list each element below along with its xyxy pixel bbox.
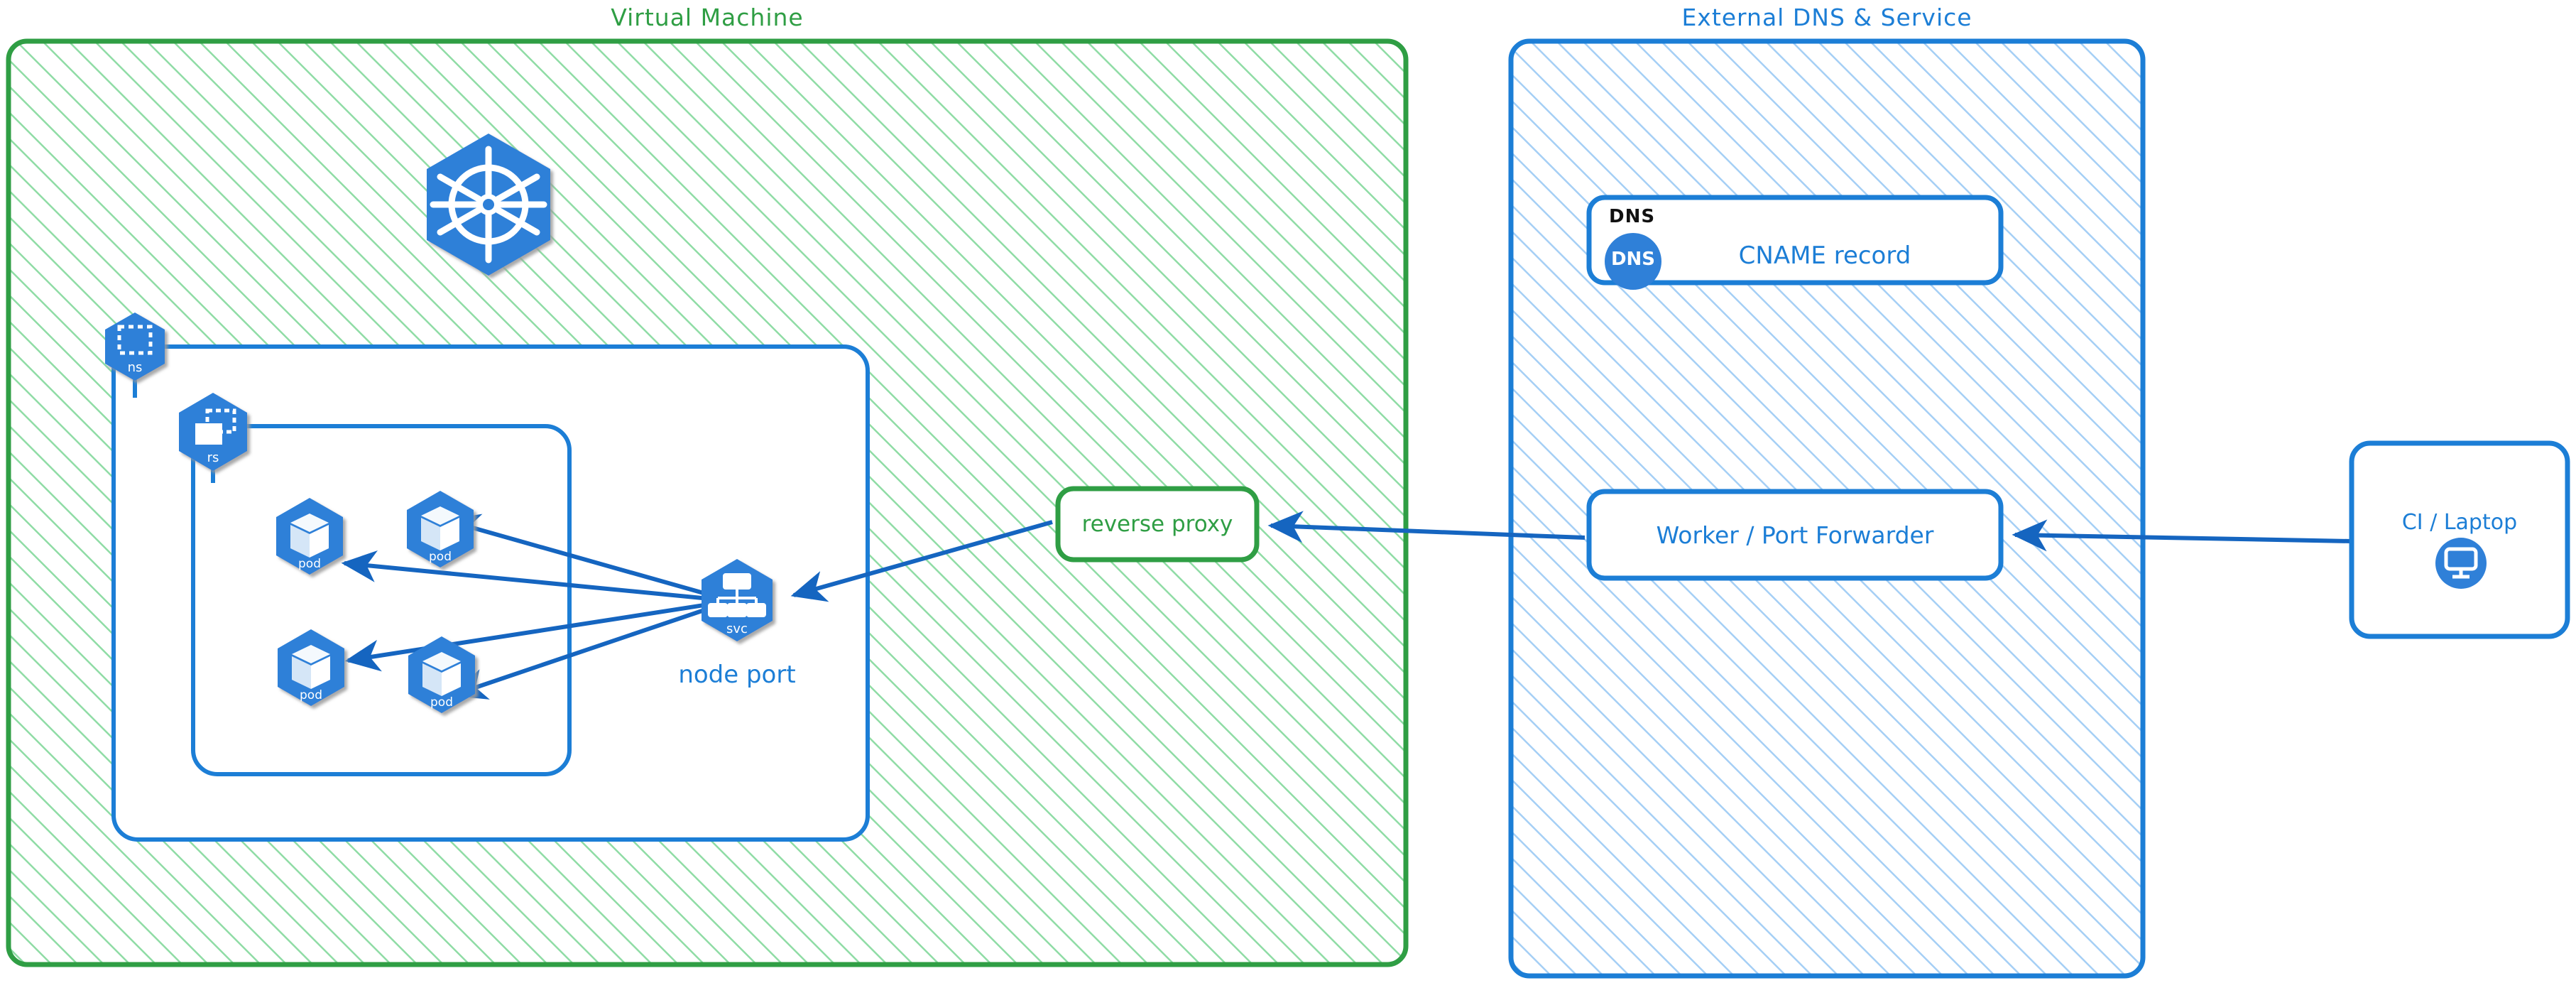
dns-badge-label: DNS (1610, 249, 1656, 270)
reverse-proxy-box (1055, 486, 1260, 563)
edge-svc-to-pod-1 (341, 550, 732, 603)
dns-group-label: DNS (1609, 206, 1656, 227)
replicaset-label: rs (207, 450, 219, 465)
reverse-proxy-label[interactable]: reverse proxy (1081, 511, 1233, 537)
kubernetes-logo-icon (427, 134, 550, 276)
pod-label: pod (429, 550, 452, 564)
pod-label: pod (298, 557, 321, 571)
group-title-external: External DNS & Service (1681, 4, 1972, 31)
service-icon: svc (702, 559, 773, 641)
edges (341, 511, 2352, 700)
desktop-monitor-icon (2435, 538, 2487, 589)
edge-svc-to-pod-4 (451, 599, 732, 700)
cname-record-label[interactable]: CNAME record (1738, 241, 1911, 270)
node-port-caption: node port (678, 661, 796, 689)
pod-icon-2: pod (407, 491, 474, 567)
edge-worker-to-reverseproxy (1267, 511, 1586, 543)
worker-box (1586, 489, 2004, 581)
edge-reverseproxy-to-svc (790, 520, 1053, 602)
edge-svc-to-pod-2 (444, 514, 732, 603)
group-title-virtual-machine: Virtual Machine (611, 4, 804, 31)
service-label: svc (726, 621, 748, 636)
edge-client-to-worker (2012, 519, 2352, 552)
worker-label[interactable]: Worker / Port Forwarder (1656, 521, 1934, 549)
pod-icon-3: pod (278, 629, 344, 706)
pod-icon-4: pod (408, 636, 475, 713)
dns-badge-circle (1605, 233, 1661, 290)
dns-card-box (1586, 195, 2004, 286)
replicaset-container (191, 424, 572, 776)
namespace-icon: ns (105, 313, 165, 381)
client-label[interactable]: CI / Laptop (2401, 510, 2518, 535)
pod-icon-1: pod (276, 498, 343, 575)
edge-svc-to-pod-3 (344, 599, 732, 672)
replicaset-icon: rs (179, 393, 247, 471)
pod-label: pod (300, 688, 322, 702)
pod-label: pod (430, 695, 453, 710)
namespace-label: ns (128, 360, 143, 375)
